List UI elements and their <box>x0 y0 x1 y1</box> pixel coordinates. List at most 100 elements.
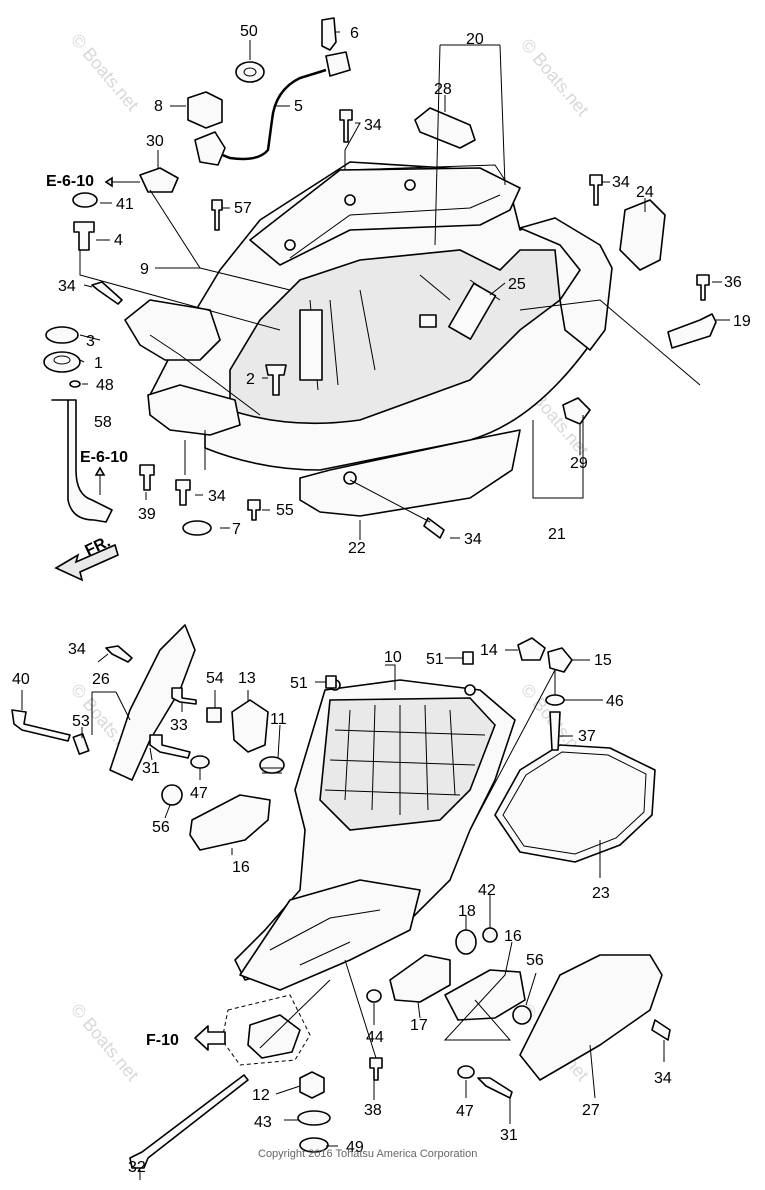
ref-f10: F-10 <box>146 1032 179 1049</box>
callout-30: 30 <box>146 133 164 150</box>
callout-36: 36 <box>724 274 742 291</box>
washer-46 <box>545 694 565 706</box>
callout-55: 55 <box>276 502 294 519</box>
grommet-50 <box>235 61 265 83</box>
callout-13: 13 <box>238 670 256 687</box>
callout-50: 50 <box>240 23 258 40</box>
callout-1: 1 <box>94 355 103 372</box>
watermark-6: © Boats.net <box>67 1000 143 1085</box>
callout-4: 4 <box>114 232 123 249</box>
screw-34e <box>423 517 445 539</box>
callout-12: 12 <box>252 1087 270 1104</box>
callout-57: 57 <box>234 200 252 217</box>
oil-pan-assembly <box>234 679 656 991</box>
washer-47a <box>190 755 210 769</box>
screw-34f <box>105 645 133 663</box>
screw-34g <box>651 1019 671 1041</box>
screw-39 <box>139 464 155 491</box>
callout-46: 46 <box>606 693 624 710</box>
front-arrow <box>54 543 119 582</box>
callout-38: 38 <box>364 1102 382 1119</box>
bolt-32 <box>129 1074 249 1169</box>
callout-47a: 47 <box>190 785 208 802</box>
callout-2: 2 <box>246 371 255 388</box>
mount-16b <box>444 969 526 1021</box>
callout-34c: 34 <box>58 278 76 295</box>
plug-51a <box>325 675 337 689</box>
cowling-rib-block <box>299 309 323 381</box>
cowling-top-rim <box>249 167 521 266</box>
f10-arrow <box>194 1025 226 1051</box>
callout-39: 39 <box>138 506 156 523</box>
callout-47b: 47 <box>456 1103 474 1120</box>
lever-19 <box>667 313 717 349</box>
damper-17 <box>389 954 451 1003</box>
callout-21: 21 <box>548 526 566 543</box>
callout-32: 32 <box>128 1159 146 1176</box>
bush-54 <box>206 707 222 723</box>
bottom-cowling-assembly <box>124 161 613 517</box>
callout-43: 43 <box>254 1114 272 1131</box>
screw-55 <box>247 499 261 521</box>
cowling-front-lug <box>124 299 221 361</box>
f10-dashed-outline <box>221 994 311 1066</box>
callout-20: 20 <box>466 31 484 48</box>
callout-25: 25 <box>508 276 526 293</box>
switch-body <box>194 131 226 166</box>
callout-18: 18 <box>458 903 476 920</box>
callout-24: 24 <box>636 184 654 201</box>
coil-11 <box>259 756 285 774</box>
connector-plug <box>325 51 351 77</box>
callout-16a: 16 <box>232 859 250 876</box>
top-leaders <box>79 31 730 540</box>
cover-27 <box>519 954 663 1081</box>
screw-34d <box>175 479 191 506</box>
hose-58 <box>51 399 113 523</box>
washer-43 <box>297 1110 331 1126</box>
rubber-15 <box>547 647 573 673</box>
callout-19: 19 <box>733 313 751 330</box>
callout-34d: 34 <box>208 488 226 505</box>
callout-10: 10 <box>384 649 402 666</box>
bolt-2 <box>265 364 287 396</box>
bolt-4 <box>73 221 95 251</box>
gasket-28 <box>414 107 476 149</box>
bottom-leaders <box>21 649 665 1180</box>
callout-51a: 51 <box>290 675 308 692</box>
callout-56a: 56 <box>152 819 170 836</box>
screw-34b <box>589 174 603 206</box>
callout-58: 58 <box>94 414 112 431</box>
screw-34c <box>91 281 123 305</box>
callout-15: 15 <box>594 652 612 669</box>
callout-11: 11 <box>270 711 287 728</box>
nut-42 <box>482 927 498 943</box>
callout-31b: 31 <box>500 1127 518 1144</box>
bracket-26 <box>109 624 196 781</box>
callout-6: 6 <box>350 25 359 42</box>
oil-pan-seal-23 <box>494 744 656 863</box>
mount-16a <box>189 794 271 851</box>
nut-12 <box>299 1071 325 1099</box>
washer-47b <box>457 1065 475 1079</box>
callout-48: 48 <box>96 377 114 394</box>
callout-54: 54 <box>206 670 224 687</box>
cover-13 <box>231 699 269 753</box>
grommet-18 <box>455 929 477 955</box>
pin-53 <box>72 733 90 755</box>
top-small-parts <box>43 17 717 539</box>
cover-24 <box>619 199 666 271</box>
screw-34a <box>339 109 353 143</box>
callout-29: 29 <box>570 455 588 472</box>
copyright-text: Copyright 2016 Tohatsu America Corporati… <box>258 1148 477 1160</box>
rubber-14 <box>517 637 546 661</box>
stud-38 <box>369 1057 383 1081</box>
cowling-rear-flange <box>519 217 613 351</box>
mount-12 <box>247 1014 301 1059</box>
callout-37: 37 <box>578 728 596 745</box>
plug-51b <box>462 651 474 665</box>
washer-3 <box>45 326 79 344</box>
cowling-rib-25 <box>448 282 497 340</box>
callout-53: 53 <box>72 713 90 730</box>
